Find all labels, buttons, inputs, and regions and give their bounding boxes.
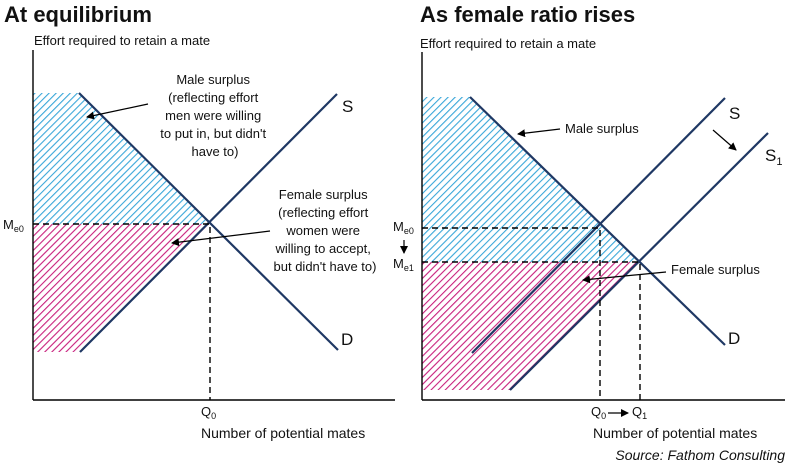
left-male-surplus-area: [33, 93, 210, 224]
right-male-surplus-note: Male surplus: [565, 121, 639, 136]
left-price-label: Me0: [3, 217, 24, 234]
right-female-surplus-arrow: [582, 271, 667, 284]
right-q1-label: Q1: [632, 404, 647, 421]
right-price1-label: Me1: [393, 256, 414, 273]
left-female-surplus-area: [33, 224, 210, 352]
right-demand-curve: [469, 96, 726, 346]
left-y-axis-label: Effort required to retain a mate: [34, 33, 211, 48]
right-price0-label: Me0: [393, 219, 414, 236]
left-female-surplus-arrow: [171, 230, 271, 247]
right-supply-new-curve: [509, 132, 769, 391]
right-y-axis-label: Effort required to retain a mate: [420, 36, 597, 51]
right-male-surplus-arrow: [517, 128, 561, 138]
right-supply-curve: [471, 97, 726, 354]
right-male-surplus-area: [422, 97, 640, 262]
source-note: Source: Fathom Consulting: [615, 447, 785, 463]
right-panel: S S1 D Me0 Me1 Q0 Q1 Male surplus Female…: [393, 52, 785, 421]
left-male-surplus-note: Male surplus (reflecting effort men were…: [160, 72, 269, 159]
right-panel-title: As female ratio rises: [420, 2, 636, 27]
right-new-equilibrium-guides: [422, 261, 641, 400]
left-equilibrium-guides: [33, 223, 211, 400]
right-initial-equilibrium-guides: [422, 227, 601, 400]
right-supply-shift-arrow: [712, 129, 737, 151]
left-female-surplus-note: Female surplus (reflecting effort women …: [274, 187, 377, 274]
right-female-surplus-area: [422, 262, 640, 390]
left-panel-title: At equilibrium: [4, 2, 152, 27]
left-quantity-label: Q0: [201, 404, 216, 421]
left-supply-curve: [79, 93, 338, 353]
right-demand-label: D: [728, 329, 740, 348]
left-demand-label: D: [341, 330, 353, 349]
left-panel: S D Me0 Q0 Male surplus (reflecting effo…: [3, 50, 395, 421]
right-x-axis-label: Number of potential mates: [593, 425, 758, 441]
left-supply-label: S: [342, 97, 353, 116]
left-male-surplus-arrow: [86, 103, 149, 120]
right-supply-new-label: S1: [765, 146, 782, 168]
right-supply-label: S: [729, 104, 740, 123]
right-q0-label: Q0: [591, 404, 606, 421]
right-female-surplus-note: Female surplus: [671, 262, 760, 277]
left-x-axis-label: Number of potential mates: [201, 425, 366, 441]
